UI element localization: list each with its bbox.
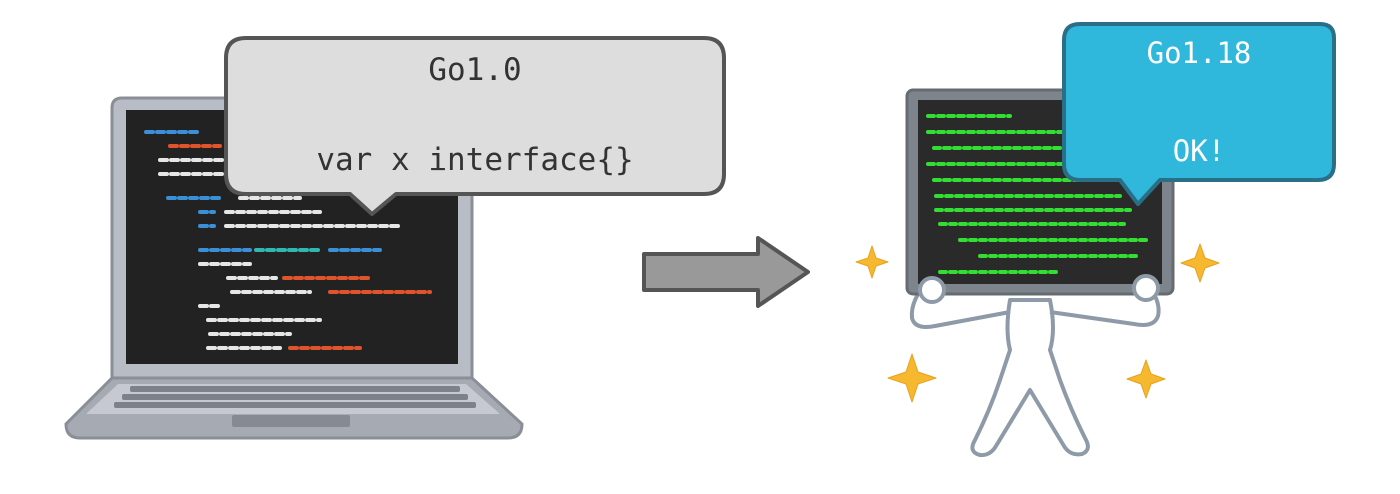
keyboard-row [130,386,460,392]
left-bubble-version-text: Go1.0 [428,52,522,88]
person-holding-monitor-icon [905,88,1175,458]
left-bubble-code-text: var x interface{} [316,142,634,178]
right-bubble-version-text: Go1.18 [1146,36,1252,70]
right-bubble-status-text: OK! [1172,134,1226,168]
right-speech-bubble [1062,22,1336,206]
sparkle-icon [1180,243,1220,283]
trackpad [232,415,350,427]
sparkle-icon [1126,359,1166,399]
right-arrow-icon [642,236,810,308]
keyboard-row [122,394,468,400]
left-speech-bubble [224,36,726,216]
sparkle-icon [887,353,937,403]
monitor-code-lines [926,114,1152,274]
laptop-code-lines [144,130,432,350]
sparkle-icon [855,245,889,279]
keyboard-row [114,402,476,408]
